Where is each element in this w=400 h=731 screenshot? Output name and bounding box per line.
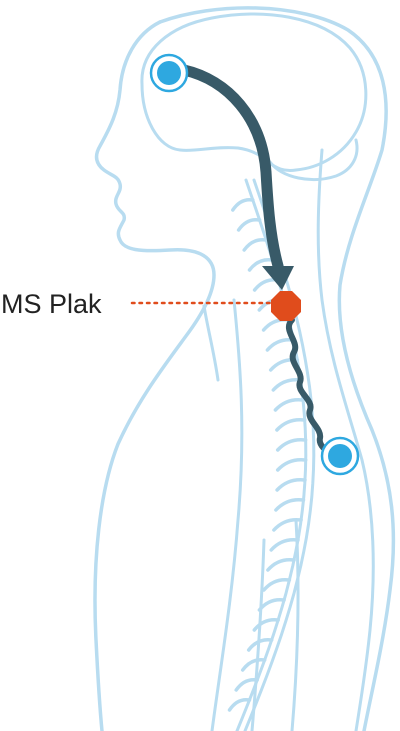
vertebra-process — [262, 577, 292, 592]
spinal-neuron-dot — [328, 444, 352, 468]
body-outline — [93, 6, 396, 731]
brain-neuron-icon — [149, 53, 189, 93]
vertebra-process — [273, 397, 305, 412]
vertebra-process — [247, 257, 275, 272]
vertebra-process — [234, 677, 259, 692]
arrowhead-icon — [262, 266, 294, 290]
vertebra-process — [261, 317, 291, 332]
head-back-outline — [158, 6, 396, 731]
brain-outline — [140, 12, 368, 172]
brain-neuron-dot — [157, 61, 181, 85]
spinal-cord-line — [235, 178, 308, 731]
vertebra-process — [240, 657, 267, 672]
nerve-signal-path — [178, 64, 284, 272]
face-profile — [93, 20, 216, 731]
vertebra-process — [275, 417, 307, 432]
torso-inner-line — [210, 298, 244, 731]
vertebra-process — [269, 537, 300, 552]
vertebra-process — [257, 597, 286, 612]
vertebra-process — [236, 217, 262, 232]
vertebra-process — [275, 477, 307, 492]
signal-arrow-icon — [178, 64, 294, 290]
vertebra-process — [272, 517, 303, 532]
vertebra-process — [275, 437, 308, 452]
vertebra-process — [246, 637, 274, 652]
vertebra-process — [242, 237, 268, 252]
neck-front — [202, 304, 220, 382]
disrupted-signal-wave — [285, 317, 337, 459]
ms-plaque-label: MS Plak — [1, 289, 102, 319]
vertebra-process — [274, 497, 306, 512]
spinal-neuron-icon — [320, 436, 360, 476]
vertebra-process — [275, 457, 308, 472]
vertebra-process — [227, 697, 252, 712]
back-inner-line — [316, 148, 375, 731]
vertebra-process — [265, 337, 296, 352]
vertebra-process — [252, 617, 280, 632]
cerebellum-outline — [268, 138, 359, 181]
ms-plaque-octagon-icon — [271, 291, 301, 321]
vertebra-process — [266, 557, 296, 572]
vertebra-process — [231, 197, 255, 212]
